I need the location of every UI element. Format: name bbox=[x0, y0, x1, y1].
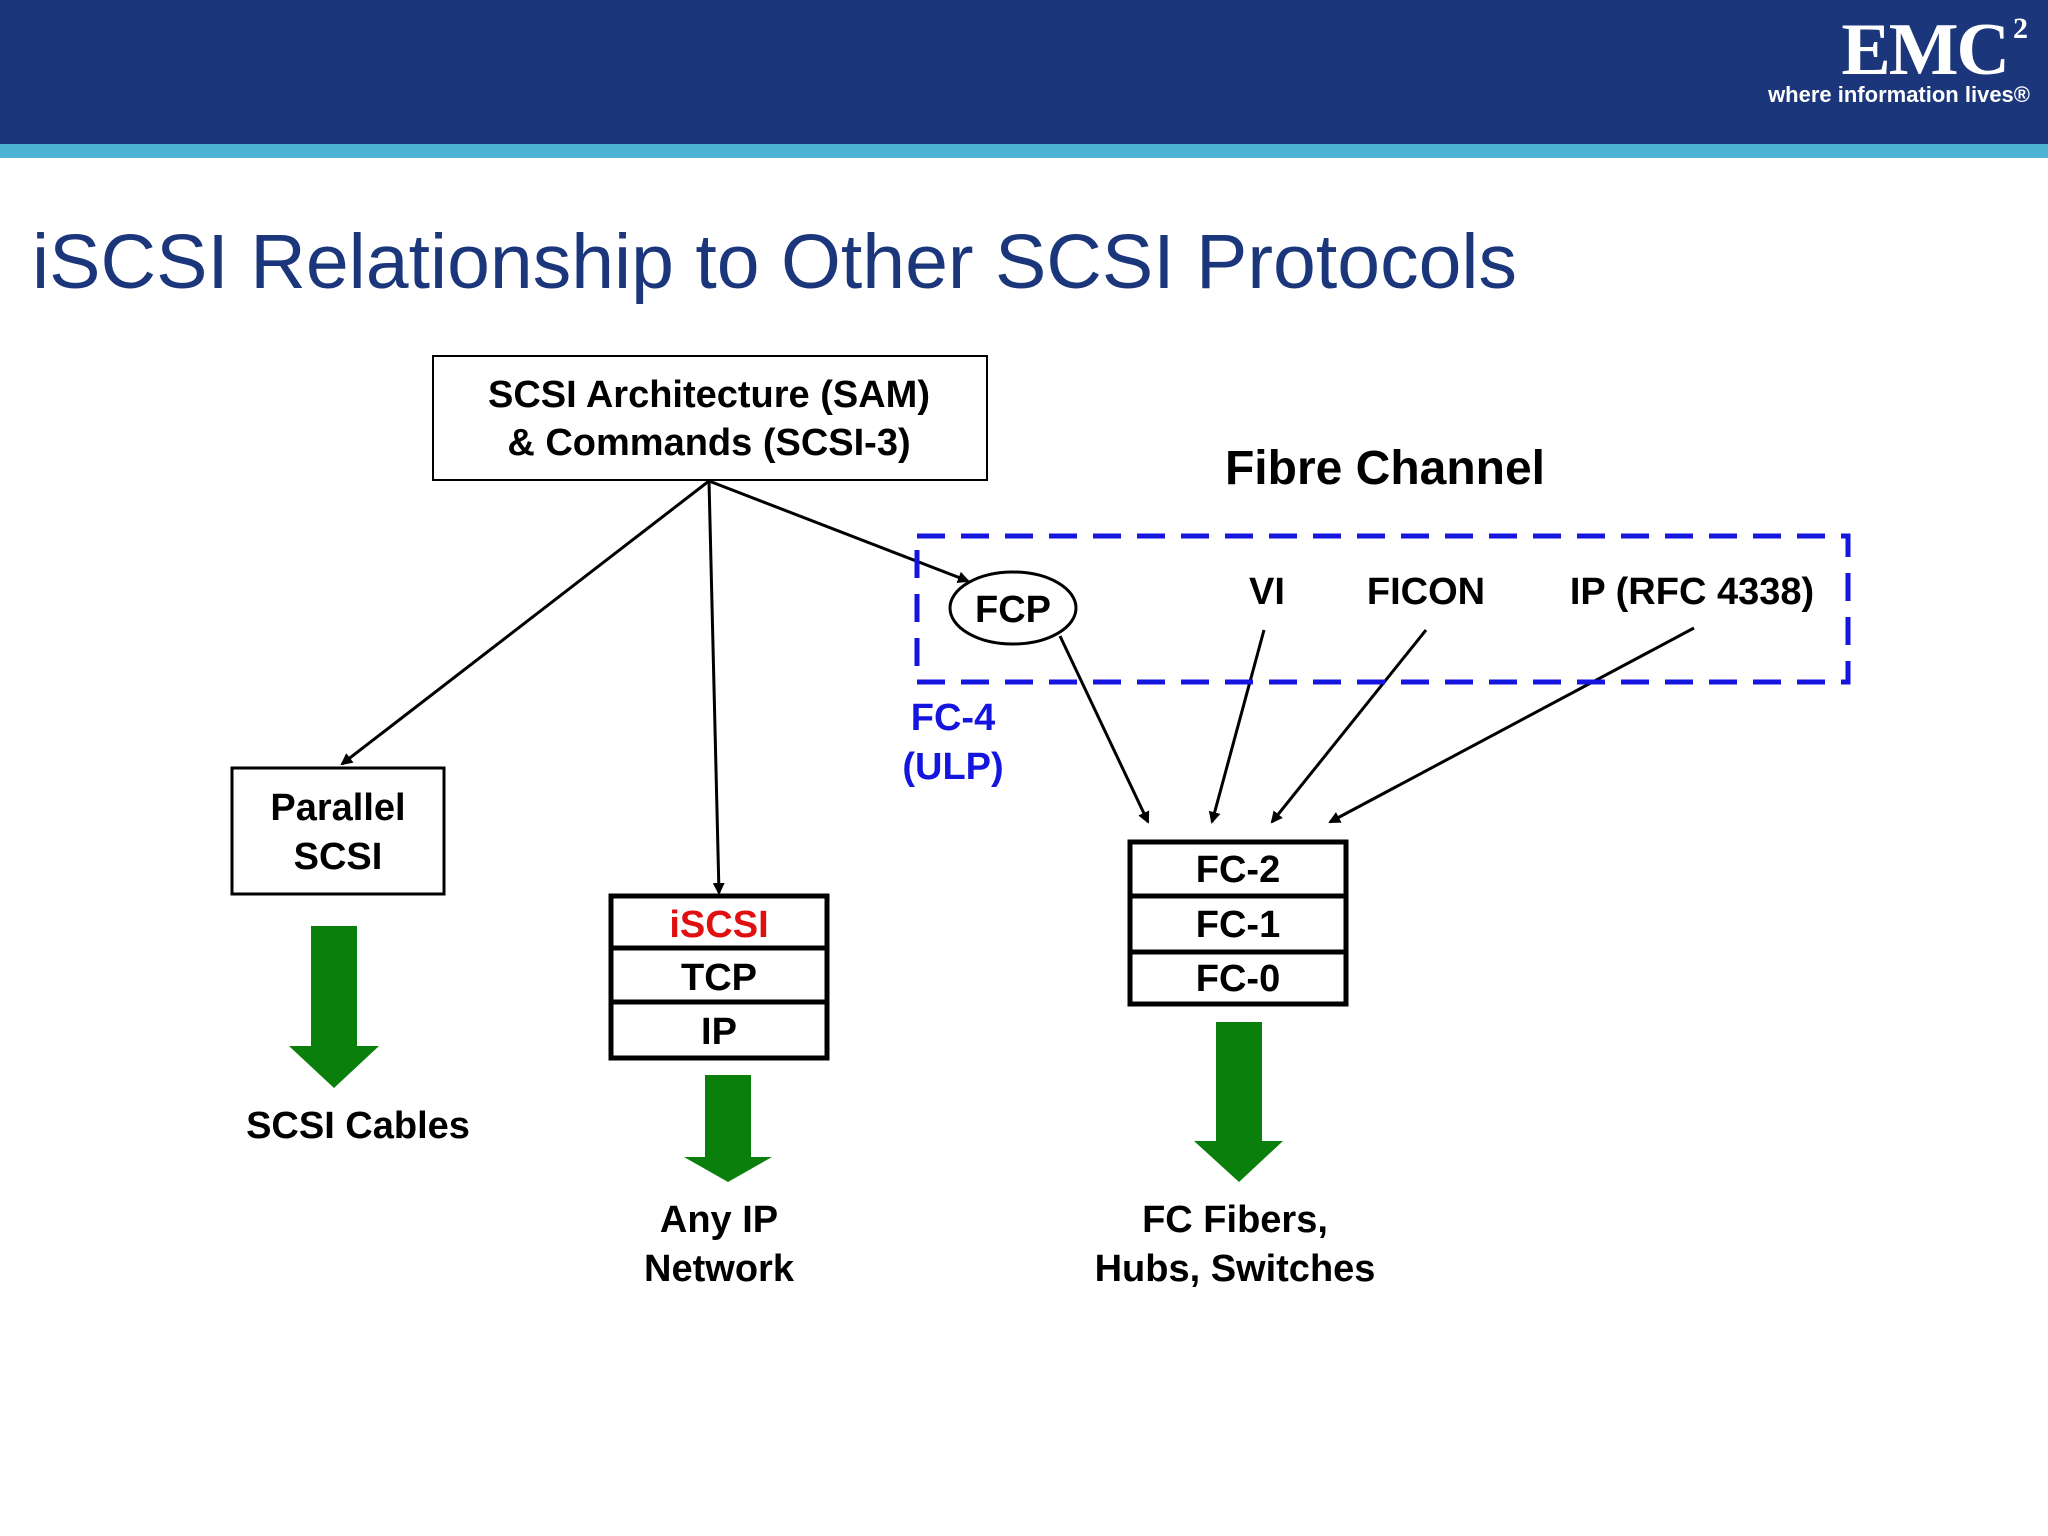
tcp-layer-label: TCP bbox=[681, 957, 757, 999]
fibre-channel-label: Fibre Channel bbox=[1225, 442, 1545, 495]
fc4-label-line1: FC-4 bbox=[911, 697, 995, 739]
header-bar bbox=[0, 0, 2048, 144]
arrow-fcp-to-fc2 bbox=[1058, 635, 1150, 824]
ip-down-arrow bbox=[684, 1075, 772, 1182]
fc-fibers-line1: FC Fibers, bbox=[1142, 1199, 1328, 1241]
ip-layer-box bbox=[608, 999, 830, 1061]
fcp-oval bbox=[948, 570, 1078, 646]
connector-arrows bbox=[340, 479, 1695, 895]
ip-protocol-stack: iSCSI TCP IP bbox=[608, 893, 830, 1061]
scsi-architecture-box bbox=[432, 355, 988, 481]
parallel-down-arrow bbox=[289, 926, 379, 1088]
parallel-scsi-line1: Parallel bbox=[270, 787, 405, 829]
arrow-scsi-to-iscsi bbox=[707, 480, 725, 895]
fc-down-arrow bbox=[1194, 1022, 1283, 1182]
emc-logo: EMC 2 where information lives® bbox=[1760, 8, 2030, 118]
fc1-layer-label: FC-1 bbox=[1196, 904, 1280, 946]
fc0-layer-box bbox=[1127, 949, 1349, 1007]
fc-fibers-line2: Hubs, Switches bbox=[1095, 1248, 1376, 1290]
fcp-label: FCP bbox=[975, 589, 1051, 631]
vi-label: VI bbox=[1249, 571, 1285, 613]
logo-superscript: 2 bbox=[2013, 12, 2028, 45]
fc0-layer-label: FC-0 bbox=[1196, 958, 1280, 1000]
ip-layer-label: IP bbox=[701, 1011, 737, 1053]
ficon-label: FICON bbox=[1367, 571, 1485, 613]
ip-rfc-label: IP (RFC 4338) bbox=[1570, 571, 1814, 613]
arrow-vi-to-fc2 bbox=[1208, 629, 1266, 824]
scsi-architecture-line1: SCSI Architecture (SAM) bbox=[488, 374, 930, 416]
arrow-scsi-to-parallel bbox=[340, 479, 710, 766]
parallel-scsi-box bbox=[230, 766, 446, 896]
arrow-ip-rfc-to-fc2 bbox=[1328, 626, 1695, 824]
accent-stripe bbox=[0, 144, 2048, 158]
arrow-ficon-to-fc2 bbox=[1270, 629, 1428, 824]
fc2-layer-label: FC-2 bbox=[1196, 849, 1280, 891]
iscsi-layer-label: iSCSI bbox=[669, 904, 768, 946]
fc4-group-border bbox=[914, 533, 1851, 685]
iscsi-layer-box bbox=[608, 893, 830, 951]
page-title: iSCSI Relationship to Other SCSI Protoco… bbox=[32, 219, 1518, 305]
any-ip-network-line2: Network bbox=[644, 1248, 795, 1290]
any-ip-network-line1: Any IP bbox=[660, 1199, 778, 1241]
scsi-cables-label: SCSI Cables bbox=[246, 1105, 470, 1147]
fc-protocol-stack: FC-2 FC-1 FC-0 bbox=[1127, 839, 1349, 1007]
logo-tagline: where information lives® bbox=[1768, 82, 2030, 107]
arrow-scsi-to-fcp bbox=[708, 479, 970, 583]
logo-text: EMC bbox=[1841, 9, 2010, 91]
fc4-label-line2: (ULP) bbox=[902, 746, 1003, 788]
scsi-architecture-line2: & Commands (SCSI-3) bbox=[507, 422, 910, 464]
parallel-scsi-line2: SCSI bbox=[294, 836, 383, 878]
